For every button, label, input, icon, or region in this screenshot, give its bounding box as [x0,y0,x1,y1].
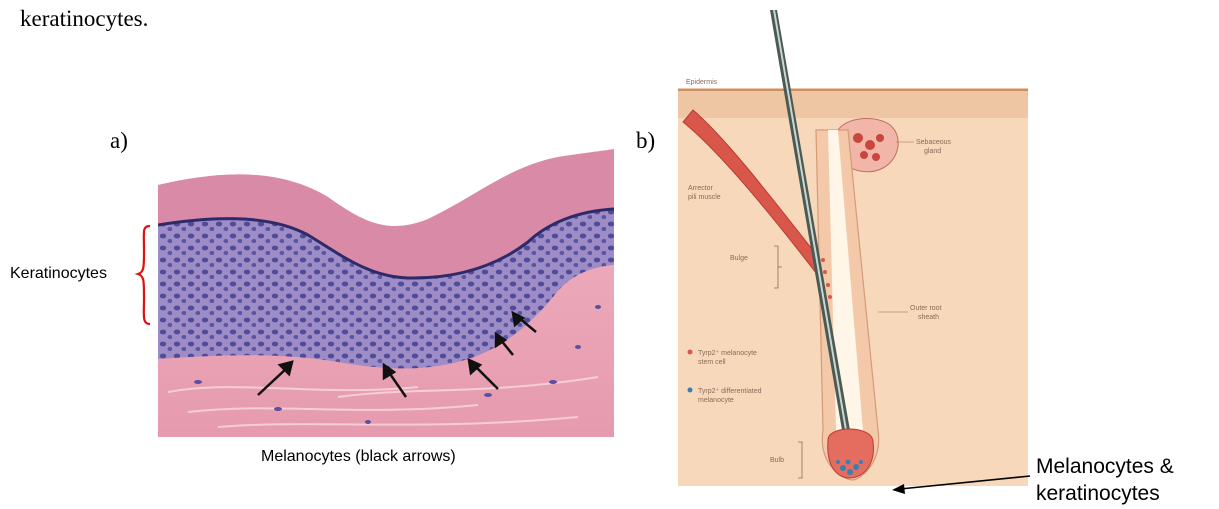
melanocytes-keratinocytes-line1: Melanocytes & [1036,453,1174,480]
keratinocytes-bracket [138,226,150,324]
melanocytes-keratinocytes-line2: keratinocytes [1036,480,1174,507]
melanocytes-keratinocytes-label: Melanocytes & keratinocytes [1036,453,1174,507]
bulb-pointer-arrow [892,476,1030,494]
